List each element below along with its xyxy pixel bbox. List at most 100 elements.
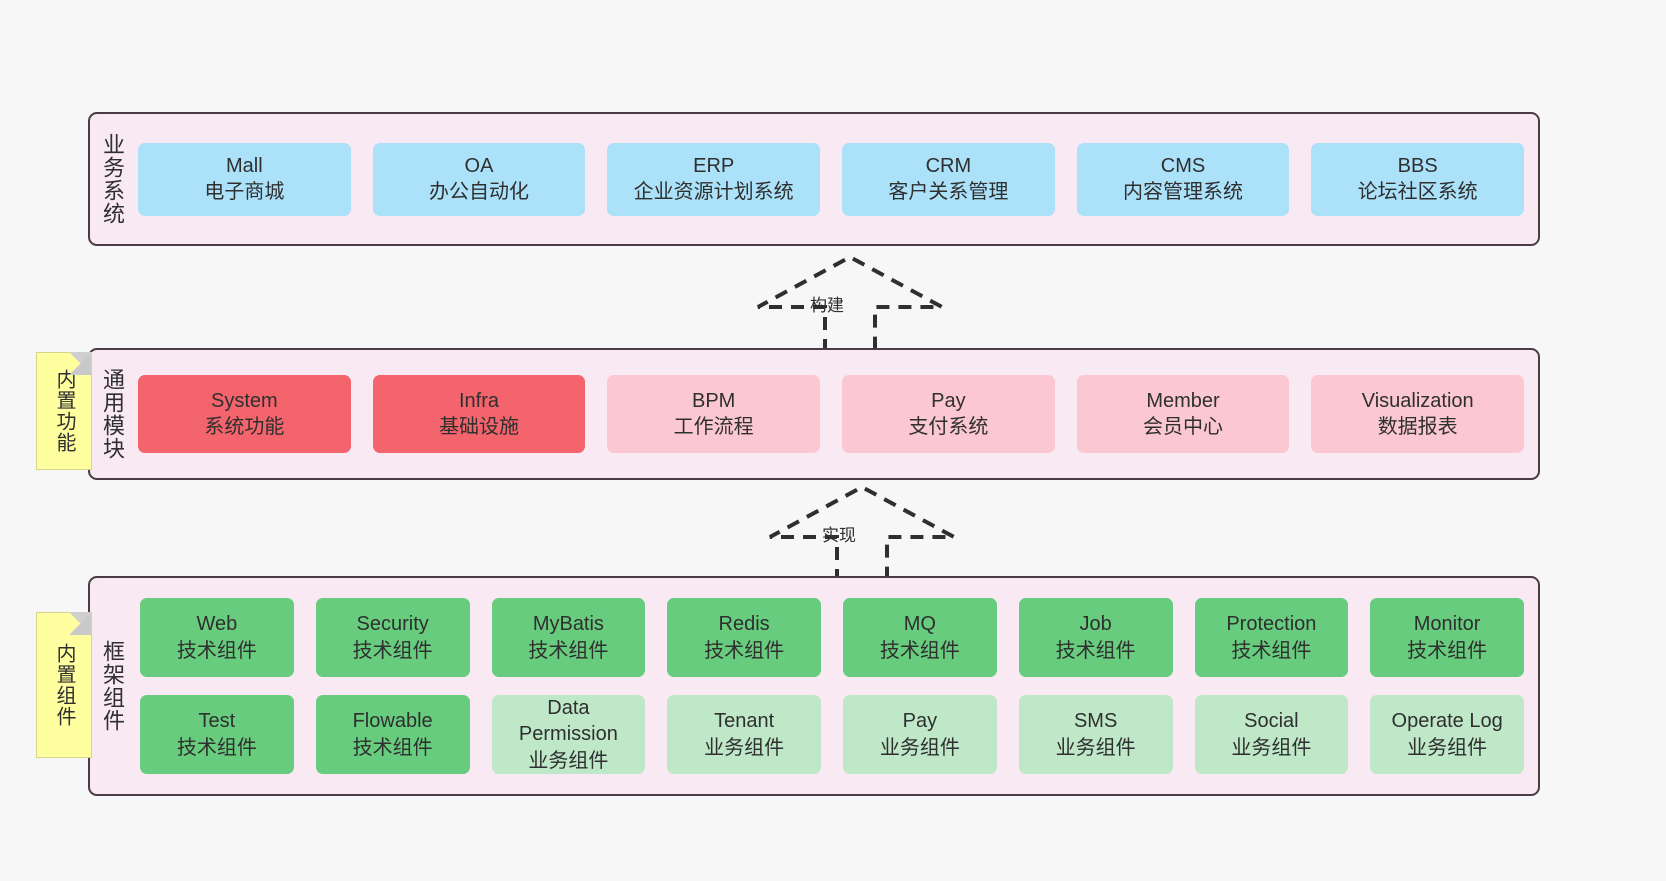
module-name: Visualization <box>1361 389 1474 412</box>
component-type: 业务组件 <box>704 736 785 759</box>
component-type: 业务组件 <box>1407 736 1488 759</box>
component-card-job[interactable]: Job 技术组件 <box>1018 598 1173 677</box>
module-card-pay[interactable]: Pay 支付系统 <box>842 375 1055 453</box>
module-name: BBS <box>1397 154 1438 177</box>
component-type: 业务组件 <box>1055 736 1136 759</box>
layer-business-system: 业务系统 Mall 电子商城 OA 办公自动化 ERP 企业资源计划系统 CRM… <box>88 112 1540 246</box>
module-desc: 支付系统 <box>908 416 989 438</box>
module-card-visualization[interactable]: Visualization 数据报表 <box>1311 375 1525 453</box>
component-card-protection[interactable]: Protection 技术组件 <box>1194 598 1349 677</box>
component-name: Tenant <box>714 710 775 733</box>
layer-common-module: 通用模块 System 系统功能 Infra 基础设施 BPM 工作流程 Pay… <box>88 348 1540 480</box>
component-type: 技术组件 <box>352 639 433 662</box>
module-name: CMS <box>1160 154 1206 177</box>
component-name: Pay <box>902 710 938 733</box>
module-desc: 会员中心 <box>1143 416 1224 438</box>
component-card-web[interactable]: Web 技术组件 <box>140 598 294 677</box>
component-name: Job <box>1079 613 1112 636</box>
module-name: ERP <box>693 154 735 177</box>
component-card-data-permission[interactable]: Data Permission 业务组件 <box>491 695 646 774</box>
module-desc: 论坛社区系统 <box>1357 181 1478 203</box>
component-card-sms[interactable]: SMS 业务组件 <box>1018 695 1173 774</box>
connector-label-build: 构建 <box>810 296 844 315</box>
component-name: Protection <box>1226 613 1317 636</box>
component-type: 技术组件 <box>176 639 257 662</box>
component-name: Test <box>198 710 236 733</box>
layer-row: Mall 电子商城 OA 办公自动化 ERP 企业资源计划系统 CRM 客户关系… <box>138 142 1525 216</box>
module-card-mall[interactable]: Mall 电子商城 <box>138 142 351 216</box>
layer-body-common-module: System 系统功能 Infra 基础设施 BPM 工作流程 Pay 支付系统… <box>134 350 1538 478</box>
layer-title-business-system: 业务系统 <box>99 133 125 225</box>
component-name: MyBatis <box>532 613 604 636</box>
note-builtin-component: 内置组件 <box>36 612 92 758</box>
module-card-bbs[interactable]: BBS 论坛社区系统 <box>1311 142 1525 216</box>
module-card-infra[interactable]: Infra 基础设施 <box>372 375 586 453</box>
connector-label-implement: 实现 <box>822 526 856 545</box>
component-type: 业务组件 <box>879 736 960 759</box>
layer-row: Test 技术组件 Flowable 技术组件 Data Permission … <box>140 695 1524 774</box>
component-type: 技术组件 <box>1055 639 1136 662</box>
component-type: 技术组件 <box>1231 639 1312 662</box>
connector-build-arrow <box>757 254 943 352</box>
component-name: SMS <box>1073 710 1118 733</box>
note-label: 内置组件 <box>53 643 75 727</box>
layer-title-common-module: 通用模块 <box>99 368 125 460</box>
component-card-flowable[interactable]: Flowable 技术组件 <box>315 695 470 774</box>
module-card-crm[interactable]: CRM 客户关系管理 <box>842 142 1055 216</box>
component-card-operate-log[interactable]: Operate Log 业务组件 <box>1370 695 1524 774</box>
module-card-oa[interactable]: OA 办公自动化 <box>372 142 586 216</box>
module-card-erp[interactable]: ERP 企业资源计划系统 <box>607 142 821 216</box>
component-name: Web <box>196 613 238 636</box>
note-builtin-function: 内置功能 <box>36 352 92 470</box>
layer-title-framework-component: 框架组件 <box>99 640 125 732</box>
module-desc: 系统功能 <box>204 416 285 438</box>
module-name: Pay <box>931 389 966 412</box>
module-name: System <box>210 389 278 412</box>
component-card-mq[interactable]: MQ 技术组件 <box>843 598 997 677</box>
component-card-social[interactable]: Social 业务组件 <box>1194 695 1349 774</box>
module-desc: 电子商城 <box>204 181 285 203</box>
module-name: CRM <box>925 154 972 177</box>
component-card-monitor[interactable]: Monitor 技术组件 <box>1370 598 1524 677</box>
layer-body-business-system: Mall 电子商城 OA 办公自动化 ERP 企业资源计划系统 CRM 客户关系… <box>134 114 1538 244</box>
layer-row: Web 技术组件 Security 技术组件 MyBatis 技术组件 Redi… <box>140 598 1524 677</box>
component-name: Monitor <box>1413 613 1481 636</box>
connector-implement-arrow <box>769 484 955 582</box>
module-name: BPM <box>692 389 736 412</box>
note-fold-icon <box>69 352 92 375</box>
layer-row: System 系统功能 Infra 基础设施 BPM 工作流程 Pay 支付系统… <box>138 375 1525 453</box>
component-name: Social <box>1244 710 1299 733</box>
component-type: 技术组件 <box>352 736 433 759</box>
module-card-member[interactable]: Member 会员中心 <box>1076 375 1290 453</box>
layer-body-framework-component: Web 技术组件 Security 技术组件 MyBatis 技术组件 Redi… <box>134 578 1538 794</box>
component-card-redis[interactable]: Redis 技术组件 <box>667 598 821 677</box>
component-type: 技术组件 <box>704 639 785 662</box>
module-desc: 基础设施 <box>439 416 519 438</box>
module-card-bpm[interactable]: BPM 工作流程 <box>607 375 821 453</box>
component-card-security[interactable]: Security 技术组件 <box>315 598 470 677</box>
component-type: 业务组件 <box>528 749 609 772</box>
module-card-cms[interactable]: CMS 内容管理系统 <box>1076 142 1290 216</box>
module-name: Infra <box>458 389 500 412</box>
component-card-mybatis[interactable]: MyBatis 技术组件 <box>491 598 646 677</box>
module-name: Member <box>1146 389 1220 412</box>
module-desc: 数据报表 <box>1377 416 1458 438</box>
component-name: MQ <box>903 613 936 636</box>
module-desc: 工作流程 <box>673 416 754 438</box>
component-name: Security <box>356 613 429 636</box>
component-name: Flowable <box>352 710 433 733</box>
component-type: 技术组件 <box>176 736 257 759</box>
layer-framework-component: 框架组件 Web 技术组件 Security 技术组件 MyBatis 技术组件… <box>88 576 1540 796</box>
component-card-test[interactable]: Test 技术组件 <box>140 695 294 774</box>
component-name: Operate Log <box>1391 710 1503 733</box>
module-name: OA <box>464 154 494 177</box>
module-desc: 企业资源计划系统 <box>633 181 794 203</box>
module-card-system[interactable]: System 系统功能 <box>138 375 351 453</box>
module-desc: 客户关系管理 <box>888 181 1009 203</box>
component-name: Redis <box>718 613 770 636</box>
component-card-pay[interactable]: Pay 业务组件 <box>843 695 997 774</box>
component-card-tenant[interactable]: Tenant 业务组件 <box>667 695 821 774</box>
component-type: 技术组件 <box>528 639 609 662</box>
component-name: Data Permission <box>518 696 618 746</box>
